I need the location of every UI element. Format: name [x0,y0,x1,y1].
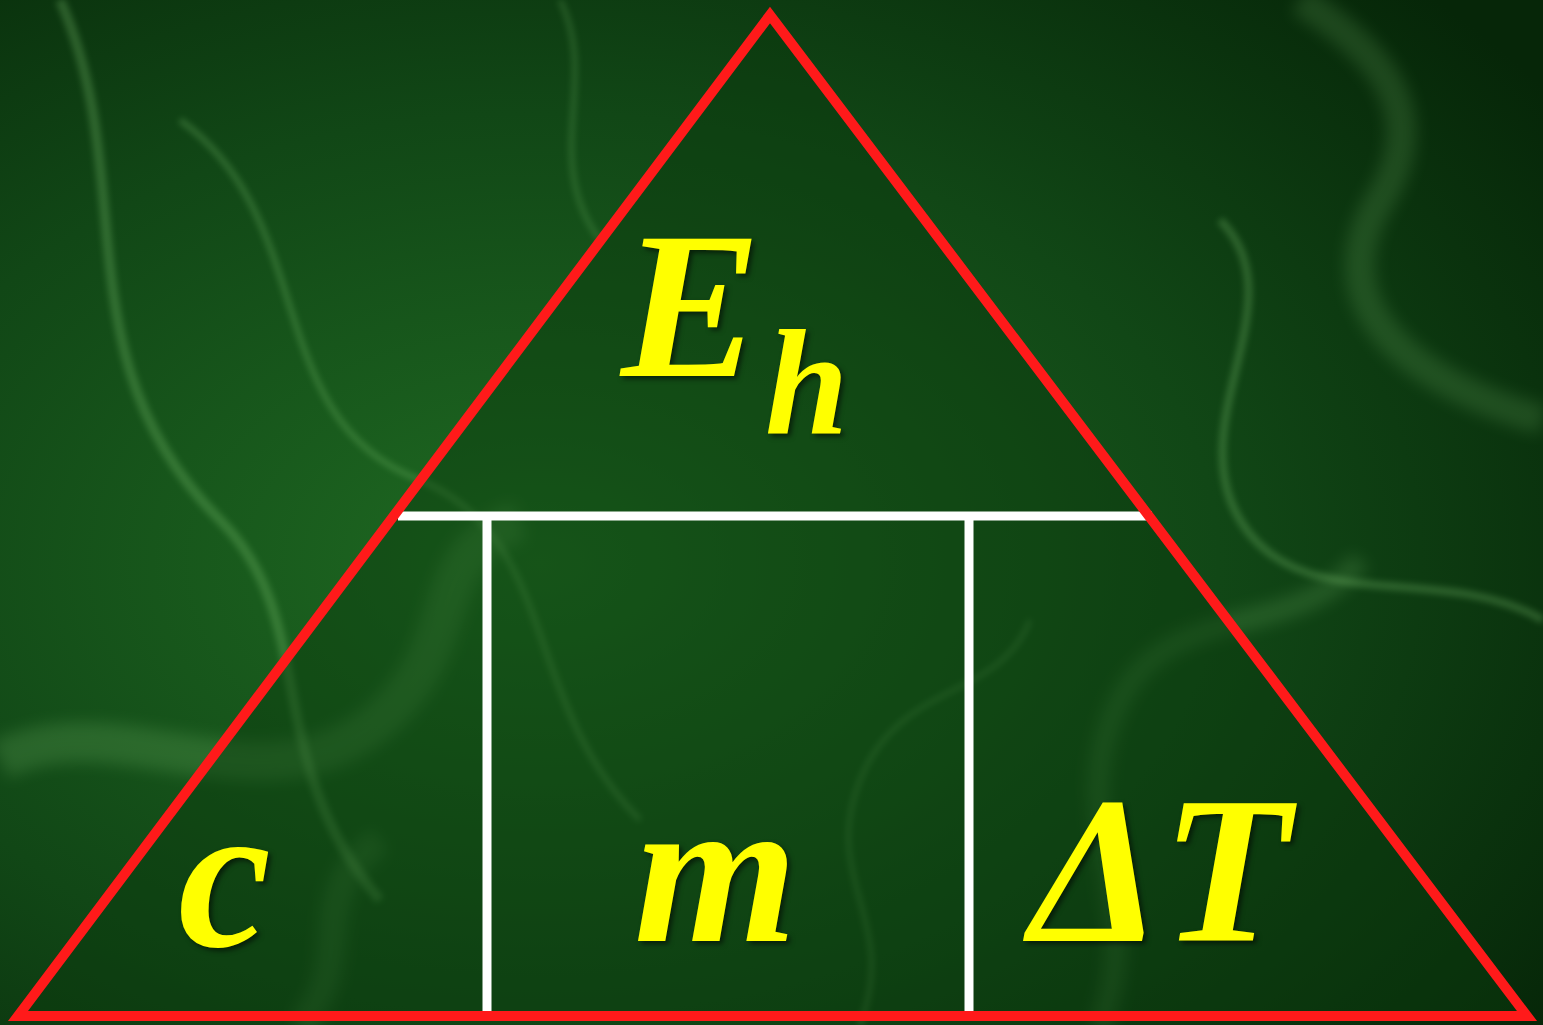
formula-cell: m [628,765,803,975]
symbol-text: ΔT [1030,754,1290,986]
symbol-text: E [621,189,761,421]
triangle-fill [18,15,1527,1016]
subscript-text: h [765,300,848,466]
formula-cell: ΔT [1024,765,1296,975]
formula-cell: c [172,770,277,980]
formula-cell: Eh [615,200,855,410]
triangle-outline [18,15,1527,1016]
symbol-text: c [178,759,271,991]
symbol-text: m [634,754,797,986]
